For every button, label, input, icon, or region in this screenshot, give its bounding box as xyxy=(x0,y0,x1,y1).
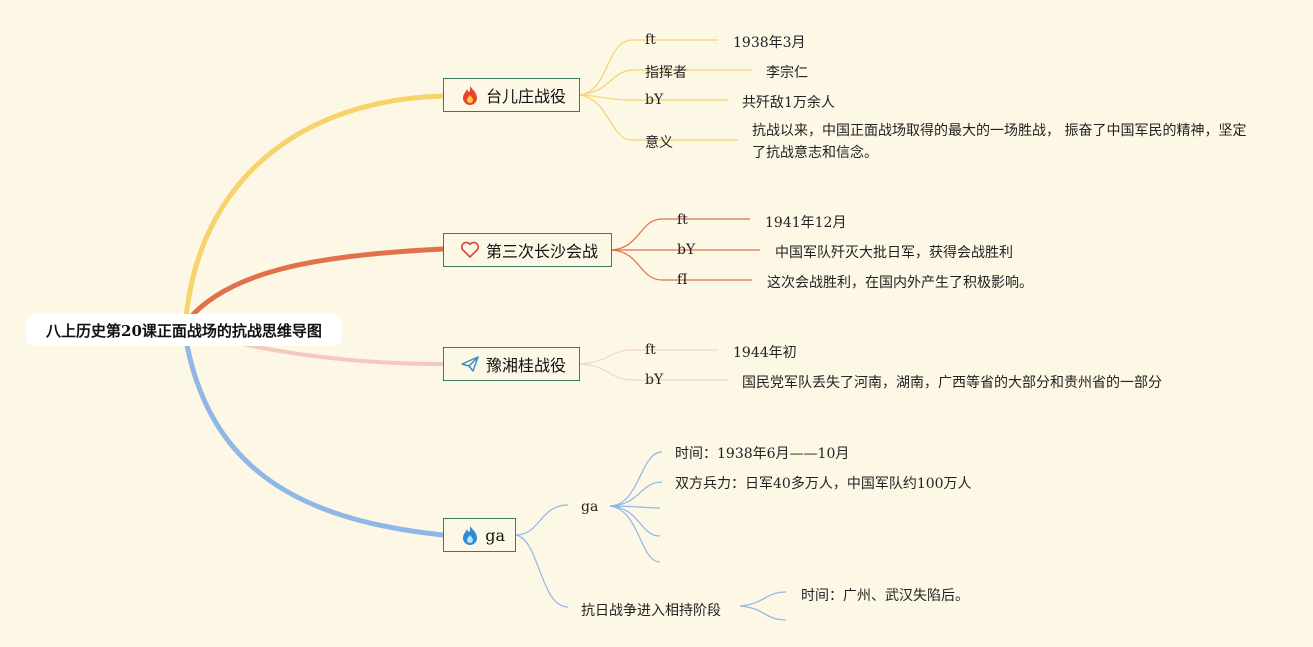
heart-icon xyxy=(460,240,480,260)
item-key: bY xyxy=(645,92,664,108)
item-value: 共歼敌1万余人 xyxy=(742,95,835,111)
item-value: 中国军队歼灭大批日军，获得会战胜利 xyxy=(775,245,1013,261)
subtopic-label: 抗日战争进入相持阶段 xyxy=(581,603,721,619)
item-value: 时间：广州、武汉失陷后。 xyxy=(801,588,969,604)
subtopic-label: ga xyxy=(581,499,599,515)
item-key: ft xyxy=(645,342,656,358)
flame-icon xyxy=(460,525,479,545)
send-icon xyxy=(460,354,480,374)
item-value: 李宗仁 xyxy=(766,65,808,81)
topic-label: ga xyxy=(485,525,505,545)
branch-taierzhuang xyxy=(183,93,446,321)
topic-changsha[interactable]: 第三次长沙会战 xyxy=(443,233,612,267)
item-key: fI xyxy=(677,272,688,288)
item-value: 抗战以来，中国正面战场取得的最大的一场胜战， 振奋了中国军民的精神，坚定了抗战意… xyxy=(752,123,1247,161)
item-key: ft xyxy=(677,212,688,228)
item-key: 指挥者 xyxy=(645,65,687,81)
topic-taierzhuang[interactable]: 台儿庄战役 xyxy=(443,78,580,112)
item-value: 国民党军队丢失了河南，湖南，广西等省的大部分和贵州省的一部分 xyxy=(742,375,1162,391)
topic-label: 豫湘桂战役 xyxy=(486,356,567,375)
topic-yuxianggui[interactable]: 豫湘桂战役 xyxy=(443,347,580,381)
topic-label: 台儿庄战役 xyxy=(486,87,567,106)
branch-wuhan xyxy=(183,337,446,538)
item-value: 1938年3月 xyxy=(733,35,806,51)
topic-wuhan[interactable]: ga xyxy=(443,518,516,552)
item-key: ft xyxy=(645,32,656,48)
item-key: bY xyxy=(645,372,664,388)
item-value: 双方兵力：日军40多万人，中国军队约100万人 xyxy=(675,476,972,492)
fire-icon xyxy=(460,85,480,105)
item-value: 1944年初 xyxy=(733,345,797,361)
topic-label: 第三次长沙会战 xyxy=(486,242,599,261)
root-node[interactable]: 八上历史第20课正面战场的抗战思维导图 xyxy=(26,314,342,346)
branch-changsha xyxy=(185,246,446,323)
item-value: 1941年12月 xyxy=(765,215,847,231)
item-value: 这次会战胜利，在国内外产生了积极影响。 xyxy=(767,275,1033,291)
item-key: 意义 xyxy=(645,135,673,151)
item-key: bY xyxy=(677,242,696,258)
item-value: 时间：1938年6月——10月 xyxy=(675,446,850,462)
root-title: 八上历史第20课正面战场的抗战思维导图 xyxy=(46,321,322,340)
